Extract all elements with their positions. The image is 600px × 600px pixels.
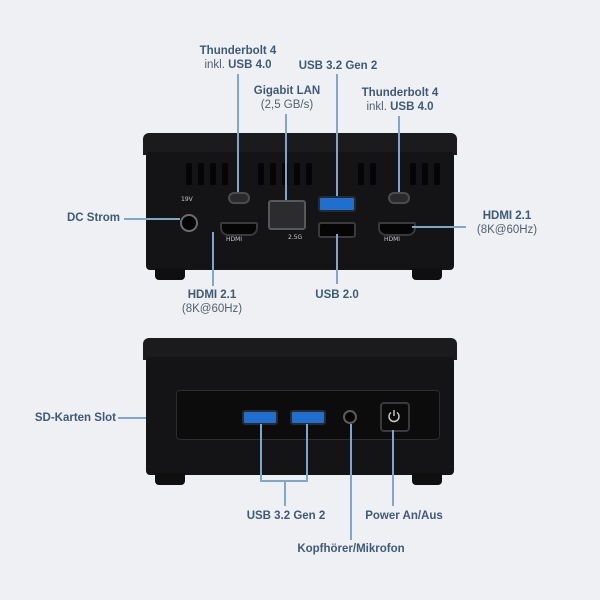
label-title: Thunderbolt 4 bbox=[199, 45, 277, 57]
vent-slot bbox=[198, 163, 204, 185]
leader-line bbox=[237, 74, 239, 192]
leader-line bbox=[284, 480, 286, 506]
label-title: Gigabit LAN bbox=[253, 85, 321, 97]
leader-line bbox=[124, 218, 180, 220]
vent-slot bbox=[294, 163, 300, 185]
front-foot-left bbox=[155, 473, 185, 485]
leader-line bbox=[412, 226, 466, 228]
leader-line bbox=[118, 417, 146, 419]
vent-slot bbox=[358, 163, 364, 185]
vent-slot bbox=[258, 163, 264, 185]
rear-device-lid bbox=[143, 133, 457, 155]
label-title: USB 3.2 Gen 2 bbox=[298, 60, 378, 72]
label-title: Thunderbolt 4 bbox=[361, 87, 439, 99]
hdmi-port-right[interactable] bbox=[378, 222, 416, 236]
leader-line bbox=[336, 234, 338, 284]
label-title: USB 3.2 Gen 2 bbox=[246, 510, 326, 522]
label-thunderbolt-left: Thunderbolt 4 inkl. USB 4.0 bbox=[186, 44, 290, 72]
vent-slot bbox=[210, 163, 216, 185]
dc-port-marking: 19V bbox=[181, 196, 193, 203]
vent-slot bbox=[186, 163, 192, 185]
leader-line bbox=[392, 430, 394, 506]
power-icon bbox=[386, 408, 402, 424]
leader-line bbox=[336, 74, 338, 196]
audio-jack[interactable] bbox=[343, 410, 357, 424]
hdmi-right-marking: HDMI bbox=[384, 236, 401, 243]
label-sub-bold: USB 4.0 bbox=[390, 101, 434, 113]
thunderbolt-port-left[interactable] bbox=[228, 192, 250, 204]
hdmi-left-marking: HDMI bbox=[226, 236, 243, 243]
label-sub: inkl. USB 4.0 bbox=[186, 58, 290, 72]
label-sub-bold: USB 4.0 bbox=[228, 59, 272, 71]
vent-slot bbox=[370, 163, 376, 185]
usb-3-2-port-rear[interactable] bbox=[318, 196, 356, 212]
lan-port-marking: 2.5G bbox=[288, 234, 303, 241]
front-device-lid bbox=[143, 338, 457, 360]
label-title: DC Strom bbox=[66, 212, 120, 224]
label-sub: (8K@60Hz) bbox=[181, 303, 243, 315]
leader-line bbox=[260, 424, 262, 482]
label-sub-prefix: inkl. bbox=[366, 101, 387, 113]
vent-slot bbox=[306, 163, 312, 185]
label-sub-prefix: inkl. bbox=[204, 59, 225, 71]
label-hdmi-right: HDMI 2.1 (8K@60Hz) bbox=[466, 209, 548, 237]
label-audio: Kopfhörer/Mikrofon bbox=[286, 542, 416, 556]
leader-line bbox=[398, 116, 400, 192]
label-usb20: USB 2.0 bbox=[300, 288, 374, 302]
label-sd-slot: SD-Karten Slot bbox=[16, 411, 116, 425]
label-sub: (8K@60Hz) bbox=[476, 224, 538, 236]
leader-line bbox=[306, 424, 308, 482]
leader-line bbox=[212, 232, 214, 286]
label-title: USB 2.0 bbox=[315, 289, 359, 301]
label-thunderbolt-right: Thunderbolt 4 inkl. USB 4.0 bbox=[348, 86, 452, 114]
label-dc-strom: DC Strom bbox=[40, 211, 120, 225]
label-title: SD-Karten Slot bbox=[34, 412, 116, 424]
vent-slot bbox=[410, 163, 416, 185]
label-title: Kopfhörer/Mikrofon bbox=[297, 543, 405, 555]
vent-slot bbox=[422, 163, 428, 185]
leader-line bbox=[350, 424, 352, 540]
vent-slot bbox=[434, 163, 440, 185]
label-title: HDMI 2.1 bbox=[187, 289, 237, 301]
rear-foot-left bbox=[155, 268, 185, 280]
gigabit-lan-port[interactable] bbox=[268, 200, 306, 230]
leader-line bbox=[285, 114, 287, 200]
label-sub: inkl. USB 4.0 bbox=[348, 100, 452, 114]
thunderbolt-port-right[interactable] bbox=[388, 192, 410, 204]
power-button[interactable] bbox=[380, 402, 410, 432]
label-usb32-rear: USB 3.2 Gen 2 bbox=[290, 59, 386, 73]
front-foot-right bbox=[412, 473, 442, 485]
label-power: Power An/Aus bbox=[356, 509, 452, 523]
label-hdmi-left: HDMI 2.1 (8K@60Hz) bbox=[170, 288, 254, 316]
label-usb32-front: USB 3.2 Gen 2 bbox=[238, 509, 334, 523]
label-title: Power An/Aus bbox=[365, 510, 443, 522]
usb-3-2-port-front-2[interactable] bbox=[290, 410, 326, 425]
dc-power-port[interactable] bbox=[180, 214, 198, 232]
usb-3-2-port-front-1[interactable] bbox=[242, 410, 278, 425]
label-gigabit-lan: Gigabit LAN (2,5 GB/s) bbox=[240, 84, 334, 112]
label-sub: (2,5 GB/s) bbox=[260, 99, 314, 111]
hdmi-port-left[interactable] bbox=[220, 222, 258, 236]
vent-slot bbox=[222, 163, 228, 185]
rear-foot-right bbox=[412, 268, 442, 280]
vent-slot bbox=[270, 163, 276, 185]
label-title: HDMI 2.1 bbox=[482, 210, 532, 222]
